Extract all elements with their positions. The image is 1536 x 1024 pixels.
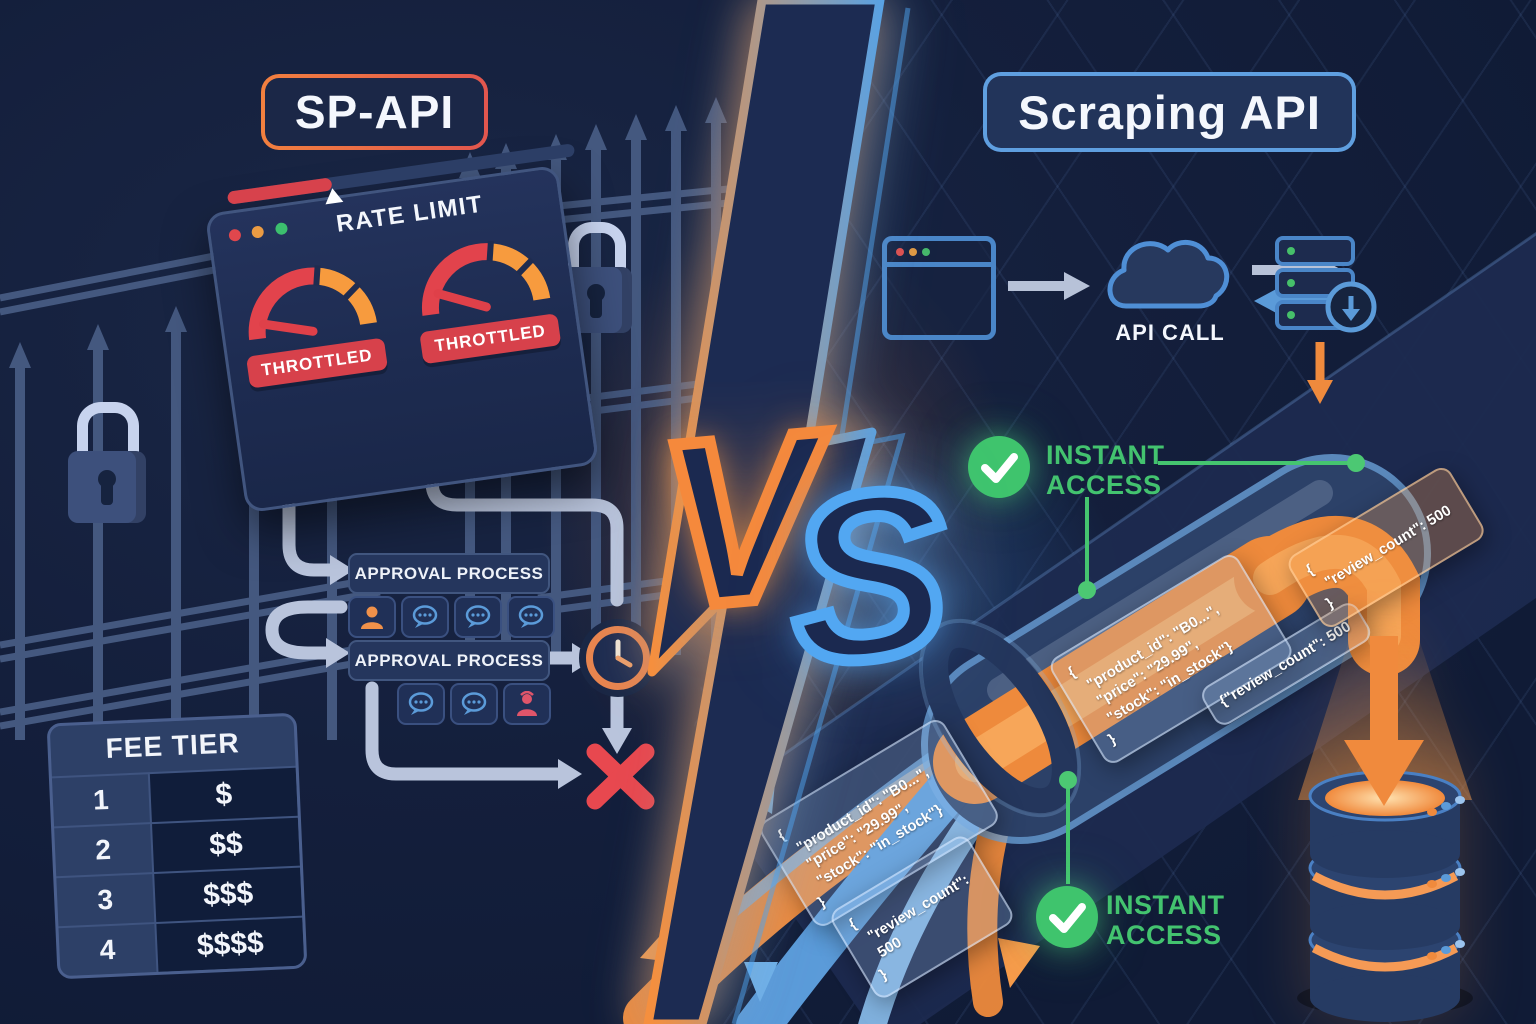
- green-connector-dots: [1059, 454, 1365, 789]
- instant-access-label: INSTANT ACCESS: [1046, 440, 1165, 500]
- instant-access-line2: ACCESS: [1106, 919, 1222, 950]
- gauge-dial: [248, 265, 377, 341]
- chat-bubble-icon: [401, 596, 449, 638]
- person-icon: [348, 596, 396, 638]
- scraping-api-badge-label: Scraping API: [987, 76, 1352, 148]
- sp-api-badge: SP-API: [261, 74, 488, 150]
- glass-pipe: [921, 454, 1431, 844]
- waiting-clock-icon: [586, 626, 650, 690]
- instant-access-line1: INSTANT: [1106, 890, 1225, 920]
- browser-icon: [882, 236, 996, 340]
- window-dot-red: [896, 247, 904, 256]
- flow-arrowheads: [326, 555, 632, 789]
- gauge-dial: [421, 240, 550, 316]
- sp-api-badge-label: SP-API: [265, 78, 484, 146]
- database-leds: [1427, 796, 1465, 960]
- green-connectors: [1066, 461, 1348, 884]
- rate-gauge-left: THROTTLED: [233, 246, 389, 389]
- padlock-shackle: [77, 402, 139, 455]
- download-orange-arrow: [1307, 342, 1333, 404]
- instant-access-label: INSTANT ACCESS: [1106, 890, 1225, 950]
- bolt-shape: [643, 0, 885, 1024]
- pipe-collar-ring: [918, 618, 1082, 818]
- approval-avatars-row-1: [348, 596, 555, 638]
- chat-bubble-icon: [397, 683, 445, 725]
- check-circle-icon: [1036, 886, 1098, 948]
- rejected-x-icon: [586, 743, 655, 810]
- approval-process-box-2: APPROVAL PROCESS: [348, 640, 550, 681]
- padlock-body: [68, 451, 146, 523]
- api-call-label: API CALL: [1115, 320, 1225, 345]
- approval-process-box-1: APPROVAL PROCESS: [348, 553, 550, 594]
- chat-bubble-icon: [454, 596, 502, 638]
- orange-arrow-icon: [998, 938, 1040, 988]
- cloud-icon: [1107, 240, 1230, 309]
- gauge-needle: [258, 319, 318, 336]
- chat-bubble-icon: [450, 683, 498, 725]
- padlock-shackle: [568, 222, 626, 271]
- chat-bubble-icon: [507, 596, 555, 638]
- reviewer-person-icon: [503, 683, 551, 725]
- rate-gauge-right: THROTTLED: [406, 222, 562, 365]
- instant-access-line1: INSTANT: [1046, 440, 1165, 470]
- clock-hands: [615, 639, 633, 668]
- blue-arrow-icon: [744, 962, 778, 1002]
- versus-letter-s: S: [773, 432, 964, 720]
- padlock-icon: [68, 402, 148, 523]
- download-icon: [1325, 281, 1377, 333]
- gauge-needle: [433, 289, 491, 312]
- browser-header: [887, 241, 991, 267]
- scraping-api-badge: Scraping API: [983, 72, 1356, 152]
- request-arrow: [1008, 272, 1090, 300]
- pour-arrow: [1344, 636, 1424, 806]
- check-circle-icon: [968, 436, 1030, 498]
- rate-limit-window: RATE LIMIT THROTTLED: [204, 143, 600, 514]
- database-icon: [1297, 770, 1473, 1022]
- approval-avatars-row-2: [397, 683, 551, 725]
- window-dot-orange: [909, 247, 917, 256]
- flow-lines: [265, 445, 624, 781]
- window-dot-green: [922, 247, 930, 256]
- instant-access-line2: ACCESS: [1046, 469, 1162, 500]
